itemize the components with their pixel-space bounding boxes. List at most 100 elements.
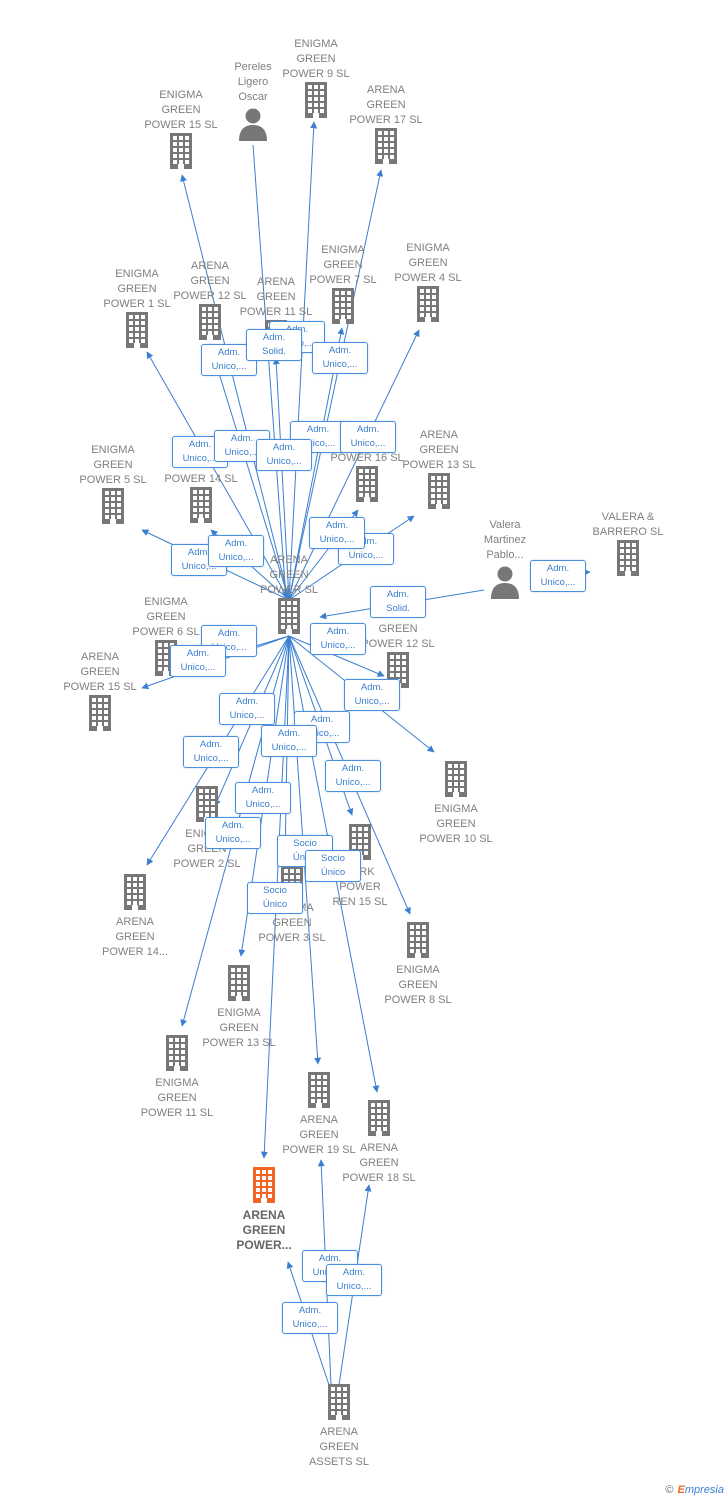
building-icon — [97, 488, 129, 524]
relation-badge[interactable]: Adm. Unico,... — [208, 535, 264, 567]
company-node[interactable]: ARENA GREEN POWER 17 SL — [331, 83, 441, 169]
company-node[interactable]: ARENA GREEN POWER... — [209, 1167, 319, 1253]
company-node[interactable]: POWER 16 SL — [312, 451, 422, 507]
company-node[interactable]: ENIGMA GREEN POWER 1 SL — [82, 267, 192, 353]
building-icon — [161, 1035, 193, 1071]
building-icon — [119, 874, 151, 910]
building-icon — [165, 133, 197, 169]
company-node[interactable]: ENIGMA GREEN POWER 6 SL — [111, 595, 221, 681]
relation-badge[interactable]: Adm. Unico,... — [170, 645, 226, 677]
company-node[interactable]: ARENA GREEN POWER 12 SL — [155, 259, 265, 345]
relation-badge[interactable]: Adm. Unico,... — [219, 693, 275, 725]
company-node[interactable]: ARENA GREEN POWER 15 SL — [45, 650, 155, 736]
company-node[interactable]: ENIGMA GREEN POWER 9 SL — [261, 37, 371, 123]
node-label: ARENA GREEN POWER 11 SL — [239, 276, 313, 318]
relation-badge[interactable]: Socio Único — [247, 882, 303, 914]
node-label: ARENA GREEN POWER 18 SL — [342, 1142, 416, 1184]
relation-badge[interactable]: Adm. Unico,... — [340, 421, 396, 453]
company-node[interactable]: ARENA GREEN POWER 18 SL — [324, 1100, 434, 1186]
relation-badge[interactable]: Socio Único — [305, 850, 361, 882]
building-icon — [440, 761, 472, 797]
relation-badge[interactable]: Adm. Unico,... — [344, 679, 400, 711]
node-label: ARENA GREEN POWER 17 SL — [349, 84, 423, 126]
company-node[interactable]: ENIGMA GREEN POWER 4 SL — [373, 241, 483, 327]
relation-badge[interactable]: Adm. Unico,... — [325, 760, 381, 792]
edge-n16-n7 — [146, 351, 290, 601]
node-label: ARENA GREEN ASSETS SL — [309, 1426, 369, 1468]
relation-badge[interactable]: Adm. Solid. — [246, 329, 302, 361]
footer-brand[interactable]: ©Empresia — [665, 1484, 724, 1496]
node-label: ENIGMA GREEN POWER 15 SL — [144, 89, 218, 131]
node-label: ENIGMA GREEN POWER 8 SL — [384, 964, 452, 1006]
company-node[interactable]: ENIGMA GREEN POWER 8 SL — [363, 922, 473, 1008]
person-icon — [237, 105, 269, 141]
node-label: ARENA GREEN POWER 12 SL — [173, 260, 247, 302]
building-icon — [351, 466, 383, 502]
company-node[interactable]: VALERA & BARRERO SL — [573, 510, 683, 581]
building-icon — [121, 312, 153, 348]
company-node[interactable]: POWER 14 SL — [146, 472, 256, 528]
relation-badge[interactable]: Adm. Unico,... — [256, 439, 312, 471]
company-node[interactable]: ENIGMA GREEN POWER 15 SL — [126, 88, 236, 174]
company-node[interactable]: ENIGMA GREEN POWER 7 SL — [288, 243, 398, 329]
building-icon — [300, 82, 332, 118]
company-node[interactable]: ENIGMA GREEN POWER 13 SL — [184, 965, 294, 1051]
relation-badge[interactable]: Adm. Unico,... — [290, 421, 346, 453]
node-label: GREEN POWER 12 SL — [361, 623, 435, 650]
building-icon — [423, 473, 455, 509]
building-icon — [194, 304, 226, 340]
building-icon — [185, 487, 217, 523]
node-label: ARENA GREEN POWER 13 SL — [402, 429, 476, 471]
relation-badge[interactable]: Adm. Unico,... — [261, 725, 317, 757]
copyright-symbol: © — [665, 1484, 674, 1496]
company-node[interactable]: ENIGMA GREEN POWER 10 SL — [401, 761, 511, 847]
edge-n16-n6 — [288, 329, 420, 601]
building-icon — [363, 1100, 395, 1136]
relation-badge[interactable]: Adm. Unico,... — [309, 517, 365, 549]
relation-badge[interactable]: Adm. Unico,... — [282, 1302, 338, 1334]
relation-badge[interactable]: Adm. Unico,... — [530, 560, 586, 592]
node-label: POWER 14 SL — [164, 473, 238, 485]
company-node[interactable]: ENIGMA GREEN POWER 5 SL — [58, 443, 168, 529]
company-node[interactable]: ARENA GREEN POWER 14... — [80, 874, 190, 960]
building-icon — [273, 598, 305, 634]
person-node[interactable]: Valera Martinez Pablo... — [450, 518, 560, 604]
relation-badge[interactable]: Adm. Unico,... — [312, 342, 368, 374]
node-label: Pereles Ligero Oscar — [234, 61, 272, 103]
node-label: ENIGMA GREEN POWER 9 SL — [282, 38, 350, 80]
node-label: ARENA GREEN POWER 19 SL — [282, 1114, 356, 1156]
node-label: ENIGMA GREEN POWER 10 SL — [419, 803, 493, 845]
relation-badge[interactable]: Adm. Solid. — [370, 586, 426, 618]
building-icon — [370, 128, 402, 164]
building-icon — [323, 1384, 355, 1420]
building-icon — [412, 286, 444, 322]
node-label: ENIGMA GREEN POWER 5 SL — [79, 444, 147, 486]
node-label: ENIGMA GREEN POWER 13 SL — [202, 1007, 276, 1049]
building-icon — [612, 540, 644, 576]
relation-badge[interactable]: Adm. Unico,... — [183, 736, 239, 768]
node-label: ARENA GREEN POWER SL — [259, 554, 319, 596]
building-icon — [248, 1167, 280, 1203]
relation-badge[interactable]: Adm. Unico,... — [205, 817, 261, 849]
building-icon — [327, 288, 359, 324]
company-node[interactable]: ENIGMA GREEN POWER 11 SL — [122, 1035, 232, 1121]
relation-badge[interactable]: Adm. Unico,... — [235, 782, 291, 814]
relation-badge[interactable]: Adm. Unico,... — [326, 1264, 382, 1296]
relation-badge[interactable]: Adm. Unico,... — [310, 623, 366, 655]
person-node[interactable]: Pereles Ligero Oscar — [198, 60, 308, 146]
brand-logo: Empresia — [677, 1484, 724, 1496]
person-icon — [489, 563, 521, 599]
node-label: ENIGMA GREEN POWER 6 SL — [132, 596, 200, 638]
company-node[interactable]: ARENA GREEN POWER 13 SL — [384, 428, 494, 514]
company-node[interactable]: ARENA GREEN POWER 19 SL — [264, 1072, 374, 1158]
company-node[interactable]: ARENA GREEN POWER SL — [234, 553, 344, 639]
node-label: ARENA GREEN POWER 14... — [101, 916, 169, 958]
edge-n16-n18 — [288, 635, 385, 677]
node-label: ENIGMA GREEN POWER 1 SL — [103, 268, 171, 310]
node-label: ARENA GREEN POWER 15 SL — [63, 651, 137, 693]
building-icon — [402, 922, 434, 958]
relation-badge[interactable]: Adm. Unico,... — [338, 533, 394, 565]
edge-n16-n3 — [288, 169, 384, 601]
edge-n2-n16 — [252, 144, 290, 599]
company-node[interactable]: ARENA GREEN ASSETS SL — [284, 1384, 394, 1470]
